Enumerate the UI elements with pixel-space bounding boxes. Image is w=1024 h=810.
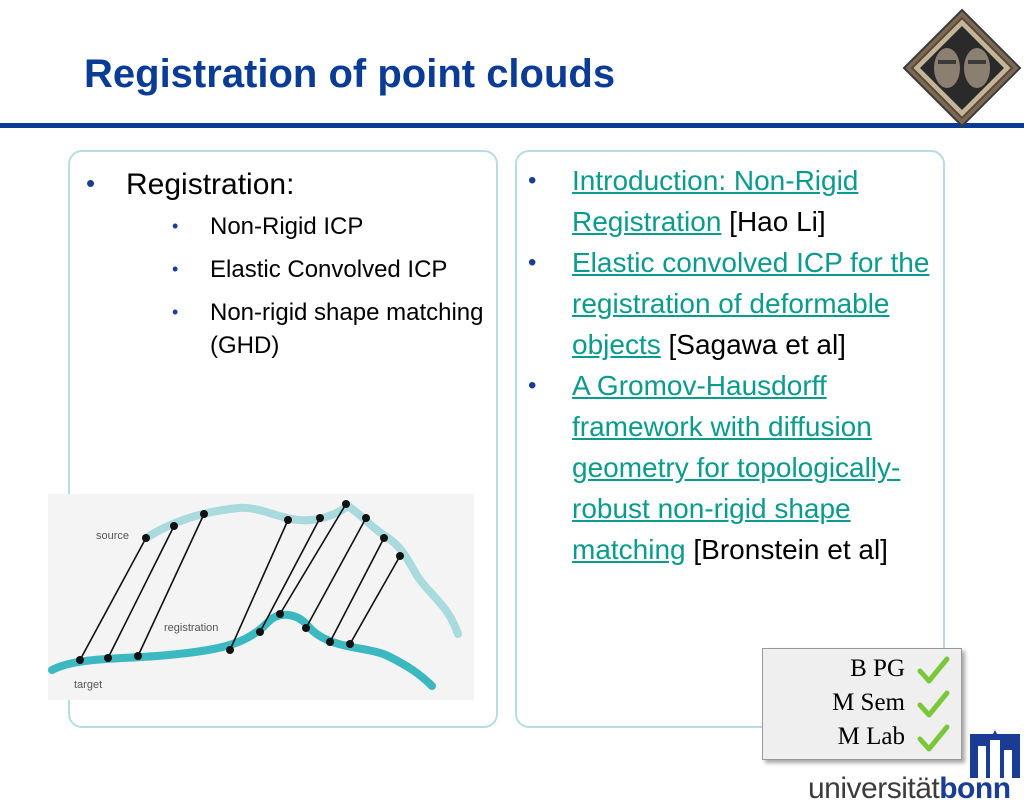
- reference-link[interactable]: Elastic convolved ICP for the registrati…: [572, 247, 930, 360]
- list-item: •Non-Rigid ICP: [172, 210, 490, 243]
- registration-diagram: source registration target: [48, 494, 474, 700]
- list-item: • Introduction: Non-Rigid Registration [H…: [528, 160, 932, 242]
- point: [346, 640, 354, 648]
- reference-citation: [Hao Li]: [721, 206, 826, 237]
- point: [226, 646, 234, 654]
- bullet-icon: •: [528, 372, 537, 399]
- point: [342, 500, 350, 508]
- point: [284, 516, 292, 524]
- tag-label: M Lab: [837, 723, 905, 750]
- faces-logo-icon: [902, 8, 1022, 128]
- list-item: •Non-rigid shape matching (GHD): [172, 296, 490, 362]
- check-icon: [917, 656, 950, 684]
- point: [362, 514, 370, 522]
- point: [396, 552, 404, 560]
- bullet-icon: •: [528, 167, 537, 194]
- target-label: target: [74, 679, 102, 691]
- point: [104, 654, 112, 662]
- registration-heading: Registration:: [126, 168, 295, 201]
- registration-label: registration: [164, 622, 218, 634]
- source-label: source: [96, 530, 129, 542]
- check-icon: [917, 724, 950, 752]
- tag-row: M Lab: [763, 723, 963, 757]
- method-list: •Non-Rigid ICP •Elastic Convolved ICP •N…: [172, 210, 490, 372]
- bullet-icon: •: [86, 168, 96, 198]
- point: [316, 514, 324, 522]
- point: [134, 652, 142, 660]
- point: [142, 534, 150, 542]
- bullet-icon: •: [528, 249, 537, 276]
- point: [170, 522, 178, 530]
- bullet-icon: •: [172, 259, 179, 279]
- point: [276, 610, 284, 618]
- check-icon: [917, 690, 950, 718]
- reference-citation: [Sagawa et al]: [660, 329, 846, 360]
- list-item: • Elastic convolved ICP for the registrat…: [528, 242, 932, 365]
- point: [76, 656, 84, 664]
- tag-row: M Sem: [763, 689, 963, 723]
- reference-list: • Introduction: Non-Rigid Registration [H…: [528, 160, 932, 570]
- bullet-icon: •: [172, 302, 179, 322]
- point: [256, 628, 264, 636]
- point: [200, 510, 208, 518]
- university-crest-icon: [970, 730, 1020, 778]
- point: [380, 534, 388, 542]
- point: [326, 638, 334, 646]
- tag-label: M Sem: [832, 689, 905, 716]
- list-item: •Elastic Convolved ICP: [172, 253, 490, 286]
- reference-link[interactable]: A Gromov-Hausdorff framework with diffus…: [572, 370, 901, 565]
- right-content-panel: [515, 150, 945, 728]
- tag-row: B PG: [763, 655, 963, 689]
- title-divider: [0, 123, 1024, 128]
- tag-label: B PG: [850, 655, 905, 682]
- university-logo: universitätbonn: [808, 728, 1024, 810]
- university-name: universitätbonn: [808, 772, 1011, 805]
- course-tag-box: B PG M Sem M Lab: [762, 648, 962, 760]
- point: [302, 624, 310, 632]
- slide-title: Registration of point clouds: [84, 52, 616, 96]
- bullet-icon: •: [172, 216, 179, 236]
- list-item: • A Gromov-Hausdorff framework with diffu…: [528, 365, 932, 570]
- reference-citation: [Bronstein et al]: [685, 534, 888, 565]
- reference-link[interactable]: Introduction: Non-Rigid Registration: [572, 165, 859, 237]
